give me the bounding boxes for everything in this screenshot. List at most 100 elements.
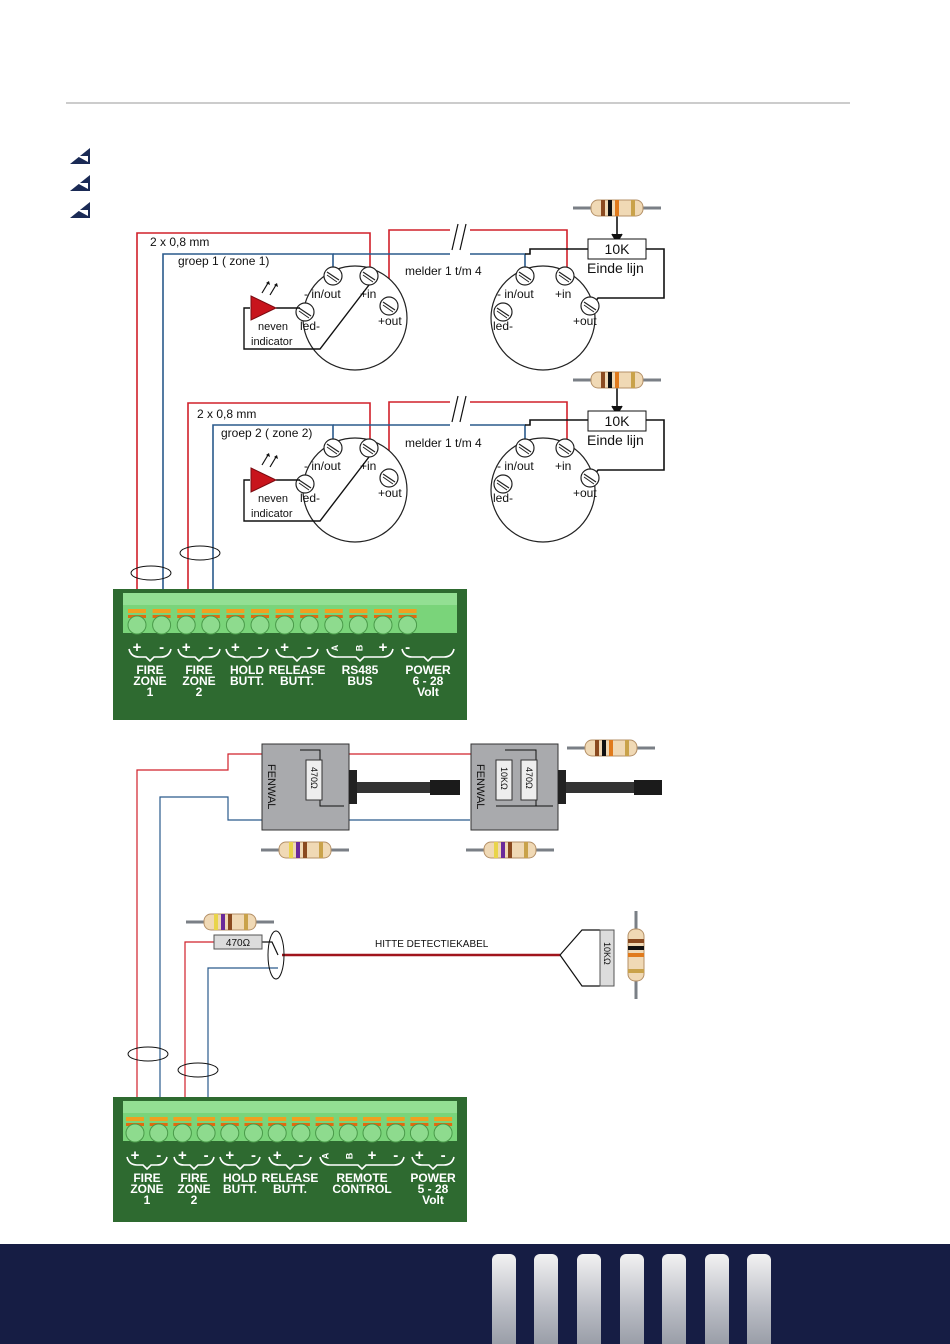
footer-stripe [620, 1254, 644, 1344]
terminal-group-label: HOLD [230, 663, 264, 677]
terminal-screw[interactable] [315, 1123, 335, 1143]
terminal-sign: + [415, 1147, 424, 1164]
terminal-strip-top [123, 593, 457, 605]
terminal-group-label: BUTT. [230, 674, 264, 688]
group2-label: groep 2 ( zone 2) [221, 426, 312, 440]
terminal-screw[interactable] [196, 1123, 216, 1143]
resistor-icon [565, 738, 657, 758]
terminal-group-bracket [411, 1156, 455, 1171]
terminal-screw[interactable] [299, 615, 319, 635]
terminal-screw[interactable] [409, 1123, 429, 1143]
terminal-contact [173, 1117, 192, 1121]
terminal-group-label: 1 [144, 1193, 151, 1207]
heat-cable-label: HITTE DETECTIEKABEL [375, 939, 489, 950]
terminal-screw[interactable] [398, 615, 418, 635]
cable-bundle-mark [177, 1062, 219, 1078]
terminal-contact [268, 1117, 287, 1121]
logo-bullet-icon [70, 175, 90, 191]
fenwal-switch-icon [470, 743, 662, 831]
terminal-screw[interactable] [244, 1123, 263, 1143]
terminal-screw[interactable] [125, 1123, 145, 1143]
terminal-screw[interactable] [362, 1123, 382, 1143]
terminal-label-led: led- [300, 491, 320, 505]
terminal-sign: - [298, 1147, 303, 1164]
detector-base-icon [295, 265, 408, 371]
terminal-group-label: POWER [410, 1171, 456, 1185]
logo-bullet-icon [70, 148, 90, 164]
terminal-label-minus-inout: - in/out [304, 459, 341, 473]
terminal-group-label: 6 - 28 [413, 674, 444, 688]
terminal-contact [398, 609, 417, 613]
footer-stripe [747, 1254, 771, 1344]
terminal-screw[interactable] [172, 1123, 192, 1143]
indicator-label-line2: indicator [251, 336, 293, 348]
terminal-group-label: BUTT. [280, 674, 314, 688]
terminal-label-plus-out: +out [573, 486, 597, 500]
terminal-group-label: POWER [405, 663, 451, 677]
terminal-group-bracket [126, 1156, 168, 1171]
terminal-sign: + [225, 1147, 234, 1164]
terminal-screw[interactable] [250, 615, 270, 635]
group1-label: groep 1 ( zone 1) [178, 254, 269, 268]
terminal-screw[interactable] [386, 1123, 406, 1143]
terminal-screw[interactable] [373, 615, 393, 635]
cable-break-mark [451, 223, 467, 423]
terminal-screw[interactable] [338, 1123, 358, 1143]
resistor-icon [571, 198, 663, 218]
terminal-screw[interactable] [152, 615, 172, 635]
terminal-group-label: ZONE [133, 674, 166, 688]
group1-segment-label: melder 1 t/m 4 [405, 264, 482, 278]
terminal-screw[interactable] [127, 615, 147, 635]
terminal-label-led: led- [300, 319, 320, 333]
terminal-group-label: RELEASE [269, 663, 326, 677]
terminal-label-minus-inout: - in/out [304, 287, 341, 301]
terminal-group-label: Volt [417, 685, 439, 699]
group2-cable-label: 2 x 0,8 mm [197, 407, 256, 421]
terminal-screw[interactable] [201, 615, 221, 635]
terminal-screw[interactable] [291, 1123, 311, 1143]
logo-bullet-icon [70, 202, 90, 218]
terminal-group-bracket [268, 1156, 312, 1171]
terminal-sign: B [344, 1152, 354, 1159]
group2-resistor-value: 10K [605, 413, 631, 429]
terminal-screw[interactable] [433, 1123, 453, 1143]
terminal-sign: - [208, 639, 213, 656]
terminal-group-label: FIRE [136, 663, 163, 677]
terminal-group-label: BUTT. [273, 1182, 307, 1196]
terminal-screw[interactable] [225, 615, 245, 635]
terminal-sign: - [258, 639, 263, 656]
terminal-contact [126, 1117, 144, 1121]
terminal-screw[interactable] [220, 1123, 240, 1143]
terminal-screw[interactable] [348, 615, 368, 635]
cable-bundle-mark [267, 930, 285, 980]
terminal-contact [315, 1117, 334, 1121]
terminal-group-label: RELEASE [262, 1171, 319, 1185]
cable-bundle-mark [179, 545, 221, 561]
terminal-group-label: BUTT. [223, 1182, 257, 1196]
terminal-label-plus-out: +out [573, 314, 597, 328]
terminal-group-label: HOLD [223, 1171, 257, 1185]
terminal-group-label: ZONE [177, 1182, 210, 1196]
terminal-label-plus-in: +in [360, 459, 376, 473]
terminal-contact [300, 609, 319, 613]
terminal-label-plus-out: +out [378, 486, 402, 500]
resistor-10k-label: 10KΩ [602, 942, 612, 965]
terminal-label-plus-in: +in [360, 287, 376, 301]
footer-stripe [534, 1254, 558, 1344]
terminal-sign: - [441, 1147, 446, 1164]
terminal-screw[interactable] [149, 1123, 169, 1143]
indicator-label-line1: neven [258, 493, 288, 505]
terminal-contact [220, 1117, 239, 1121]
terminal-sign: + [368, 1147, 377, 1164]
terminal-screw[interactable] [324, 615, 344, 635]
group1-resistor-value: 10K [605, 241, 631, 257]
terminal-screw[interactable] [267, 1123, 287, 1143]
terminal-sign: - [393, 1147, 398, 1164]
terminal-screw[interactable] [176, 615, 196, 635]
terminal-group-bracket [275, 648, 319, 663]
terminal-screw[interactable] [275, 615, 295, 635]
terminal-contact [251, 609, 269, 613]
resistor-470-label: 470Ω [524, 767, 534, 789]
footer-stripe [705, 1254, 729, 1344]
